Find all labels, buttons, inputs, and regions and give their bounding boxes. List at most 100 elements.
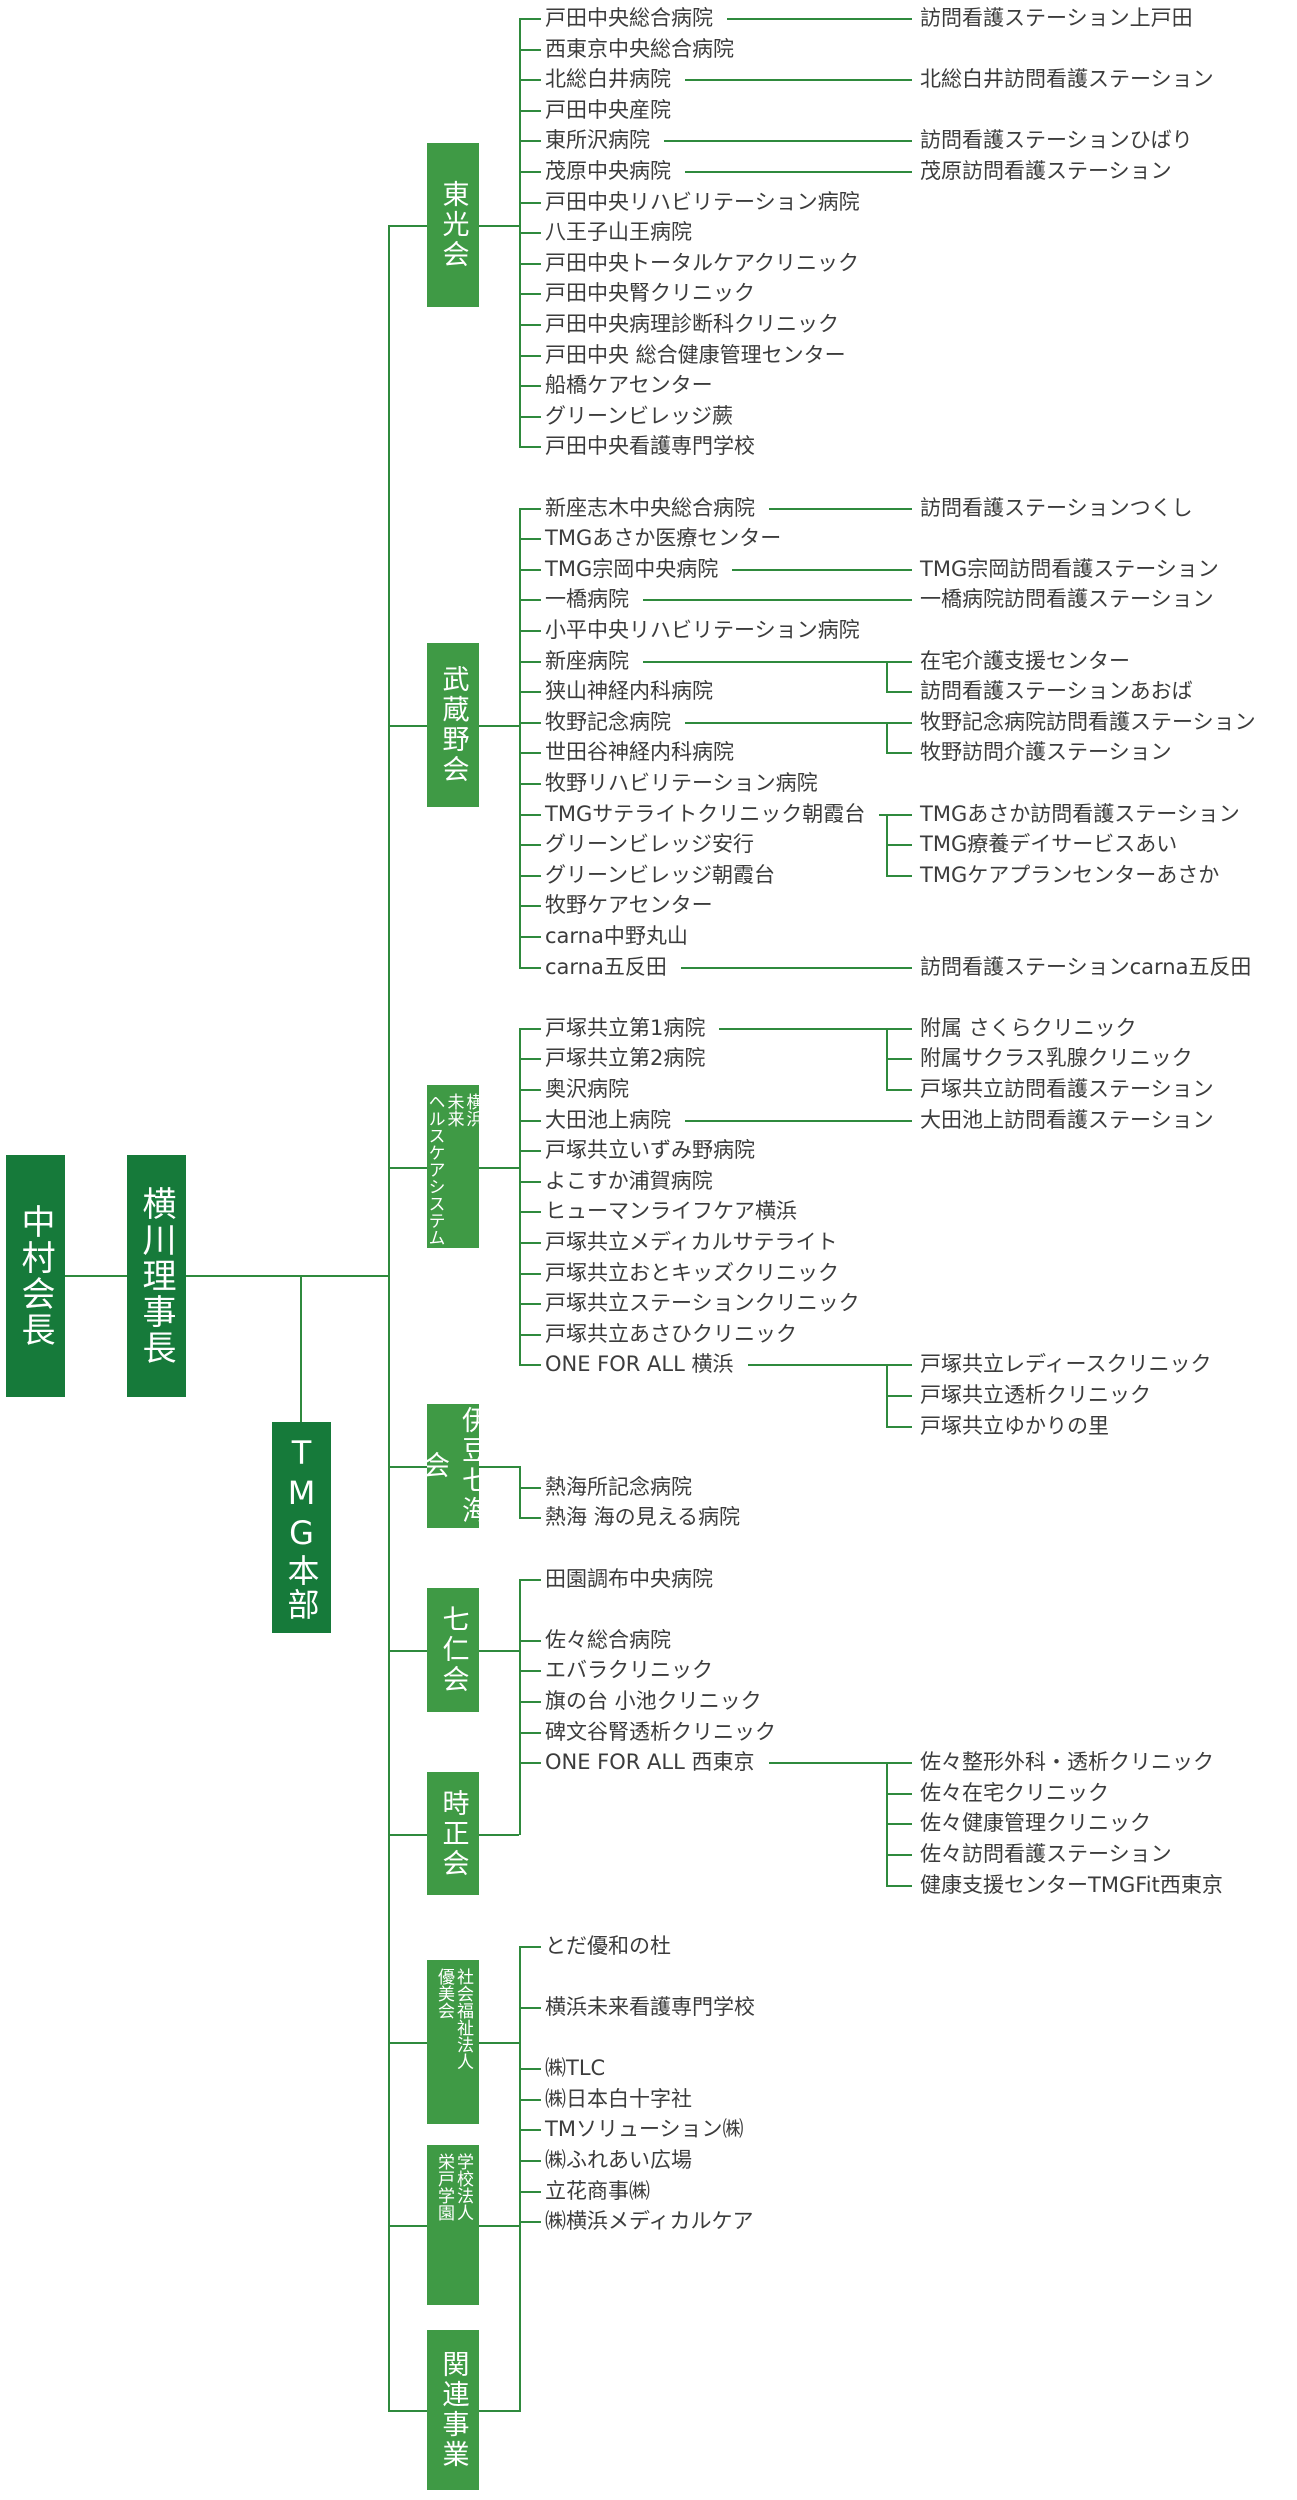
sub-connector-line	[747, 1364, 886, 1367]
member-tick-line	[519, 538, 541, 541]
sub-label: 茂原訪問看護ステーション	[920, 159, 1172, 183]
member-label: ㈱日本白十字社	[545, 2086, 692, 2111]
member-tick-line	[519, 1150, 541, 1153]
sub-label: 大田池上訪問看護ステーション	[920, 1107, 1214, 1132]
member-tick-line	[519, 18, 541, 20]
member-tick-line	[519, 1303, 541, 1306]
member-tick-line	[519, 48, 541, 51]
spine-branch-line	[388, 1166, 427, 1169]
member-label: ONE FOR ALL 西東京	[545, 1750, 755, 1775]
director-spine-line	[186, 1275, 388, 1277]
sub-label: 北総白井訪問看護ステーション	[920, 67, 1214, 92]
member-label: 戸田中央病理診断科クリニック	[545, 312, 839, 336]
group-label-line: ヘルスケアシステム	[424, 1093, 445, 1246]
sub-connector-line	[685, 721, 886, 724]
member-tick-line	[519, 844, 541, 847]
group-member-line	[479, 2410, 519, 2412]
member-label: 戸田中央産院	[545, 97, 671, 122]
sub-label: 戸塚共立訪問看護ステーション	[920, 1077, 1214, 1101]
sub-tick-line	[886, 874, 912, 877]
spine-branch-line	[388, 1650, 427, 1652]
member-label: 戸塚共立おとキッズクリニック	[545, 1260, 839, 1285]
member-tick-line	[519, 293, 541, 296]
sub-label: 佐々在宅クリニック	[920, 1780, 1109, 1805]
spine-branch-line	[388, 2410, 427, 2412]
member-label: ㈱横浜メディカルケア	[545, 2209, 754, 2234]
member-tick-line	[519, 1333, 541, 1336]
member-tick-line	[519, 1058, 541, 1061]
sub-spine-line	[886, 660, 888, 694]
member-tick-line	[519, 905, 541, 908]
member-tick-line	[519, 140, 541, 143]
sub-connector-line	[664, 140, 912, 143]
member-tick-line	[519, 966, 541, 969]
member-spine-line	[519, 1578, 521, 1652]
sub-tick-line	[886, 813, 912, 816]
group-member-line	[479, 1833, 519, 1836]
chairman-label: 中村会長	[15, 1204, 55, 1348]
member-tick-line	[519, 1089, 541, 1091]
director-box: 横川理事長	[127, 1155, 186, 1397]
member-tick-line	[519, 1272, 541, 1275]
member-label: 立花商事㈱	[545, 2178, 650, 2203]
sub-tick-line	[886, 1395, 912, 1397]
sub-label: 訪問看護ステーション上戸田	[920, 6, 1193, 30]
sub-tick-line	[886, 752, 912, 755]
member-label: 牧野リハビリテーション病院	[545, 771, 818, 795]
member-label: 世田谷神経内科病院	[545, 740, 734, 765]
member-tick-line	[519, 874, 541, 877]
member-tick-line	[519, 691, 541, 694]
sub-tick-line	[886, 660, 912, 663]
spine-branch-line	[388, 1833, 427, 1836]
member-label: エバラクリニック	[545, 1658, 713, 1683]
sub-tick-line	[886, 1425, 912, 1428]
sub-tick-line	[886, 1823, 912, 1826]
spine-branch-line	[388, 725, 427, 727]
sub-tick-line	[886, 1792, 912, 1795]
member-label: よこすか浦賀病院	[545, 1168, 713, 1193]
group-label: 時正会	[437, 1788, 469, 1879]
sub-connector-line	[879, 813, 886, 816]
member-tick-line	[519, 1639, 541, 1642]
group-label-line: 横浜	[462, 1093, 483, 1127]
member-tick-line	[519, 2221, 541, 2224]
group-label-line: 優美会	[434, 1968, 454, 2019]
member-label: 新座病院	[545, 648, 629, 673]
group-label-line: 栄戸学園	[434, 2153, 454, 2221]
member-label: 新座志木中央総合病院	[545, 495, 755, 520]
member-label: 碑文谷腎透析クリニック	[545, 1719, 776, 1744]
member-label: グリーンビレッジ朝霞台	[545, 862, 775, 887]
sub-label: 健康支援センターTMGFit西東京	[920, 1872, 1223, 1897]
member-tick-line	[519, 2190, 541, 2193]
hq-drop-line	[300, 1275, 302, 1422]
sub-tick-line	[886, 1058, 912, 1061]
group-label: 関連事業	[437, 2350, 469, 2470]
group-member-line	[479, 2042, 519, 2044]
sub-label: 戸塚共立レディースクリニック	[920, 1352, 1212, 1377]
sub-connector-line	[685, 79, 912, 82]
member-label: 一橋病院	[545, 587, 629, 612]
member-label: 東所沢病院	[545, 128, 650, 153]
sub-tick-line	[886, 1089, 912, 1091]
member-tick-line	[519, 324, 541, 326]
member-tick-line	[519, 507, 541, 510]
group-box-5: 七仁会	[427, 1588, 479, 1712]
sub-tick-line	[886, 1364, 912, 1367]
member-label: carna中野丸山	[545, 924, 688, 948]
member-label: TMソリューション㈱	[545, 2117, 744, 2142]
group-box-8: 学校法人栄戸学園	[427, 2145, 479, 2305]
group-box-1: 東光会	[427, 143, 479, 307]
member-label: 戸塚共立いずみ野病院	[545, 1138, 755, 1163]
sub-connector-line	[680, 966, 912, 969]
group-label: 東光会	[437, 180, 469, 270]
group-label: 七仁会	[437, 1605, 469, 1695]
sub-tick-line	[886, 1027, 912, 1030]
member-label: ㈱TLC	[545, 2056, 606, 2081]
sub-connector-line	[719, 1027, 886, 1030]
sub-label: 在宅介護支援センター	[920, 648, 1130, 673]
member-tick-line	[519, 446, 541, 449]
group-label-line: 未来	[443, 1093, 464, 1127]
sub-label: 戸塚共立ゆかりの里	[920, 1413, 1109, 1438]
group-label-line: 学校法人	[453, 2153, 473, 2221]
member-label: 田園調布中央病院	[545, 1566, 713, 1591]
